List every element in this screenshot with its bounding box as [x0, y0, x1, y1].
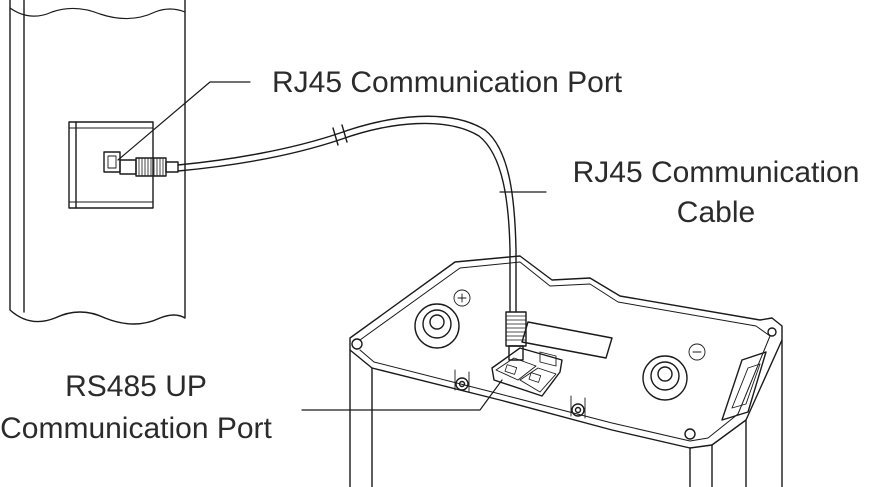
label-plate — [521, 321, 613, 359]
label-rj45-cable-line2: Cable — [676, 196, 756, 229]
positive-terminal — [414, 289, 471, 349]
leader-rs485 — [301, 379, 503, 411]
leader-lines — [117, 81, 547, 411]
leader-rj45-port — [117, 81, 251, 161]
label-rs485-line2: Communication Port — [0, 412, 272, 445]
label-rj45-port: RJ45 Communication Port — [272, 66, 623, 99]
rj45-port-housing — [68, 121, 154, 209]
rj45-cable — [177, 115, 517, 313]
label-rs485-line1: RS485 UP — [65, 370, 207, 403]
negative-terminal — [642, 343, 706, 401]
label-rs485-port: RS485 UP Communication Port — [0, 370, 286, 446]
label-rj45-cable: RJ45 Communication Cable — [556, 156, 876, 230]
inverter-housing — [9, 0, 186, 325]
rj45-plug-inverter — [119, 157, 179, 177]
label-rj45-cable-line1: RJ45 Communication — [572, 156, 860, 189]
rj45-plug-battery — [505, 311, 527, 361]
rs485-port-block — [491, 347, 563, 397]
battery-module — [349, 255, 783, 487]
